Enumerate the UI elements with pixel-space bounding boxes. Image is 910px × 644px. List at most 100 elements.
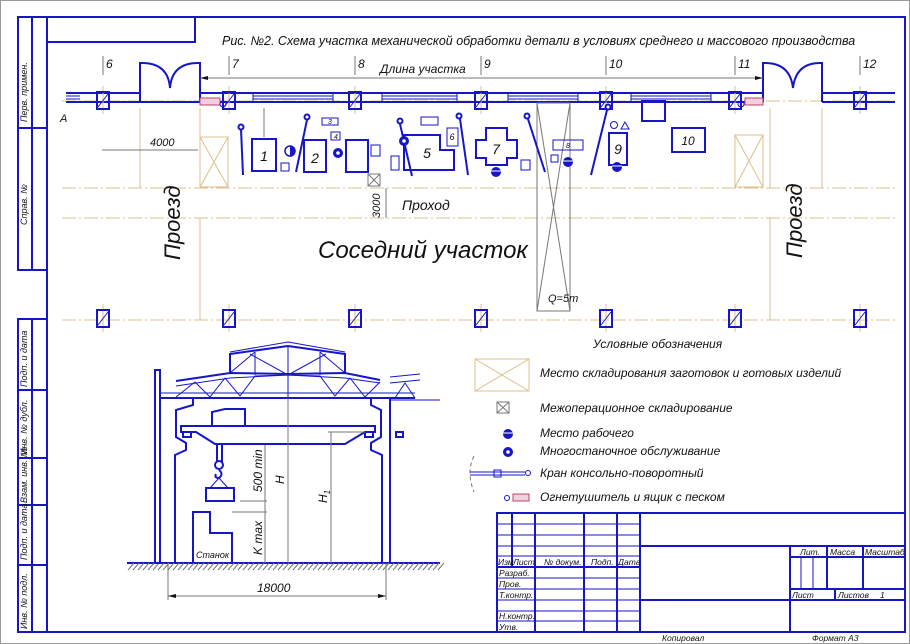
column — [853, 304, 867, 332]
column — [96, 86, 110, 114]
tb-role-checker: Пров. — [499, 579, 521, 589]
dim-h1: H1 — [316, 490, 332, 503]
machine-1 — [251, 138, 277, 172]
legend-worker-place: Место рабочего — [540, 426, 634, 440]
gate-right — [762, 61, 823, 102]
extinguisher-icon — [737, 100, 745, 108]
column — [348, 304, 362, 332]
side-label-dup-inv: Инв. № дубл. — [19, 400, 29, 455]
column — [728, 304, 742, 332]
column — [348, 86, 362, 114]
axis-label: 9 — [484, 57, 491, 71]
side-label-ref-no: Справ. № — [19, 184, 29, 225]
crane-capacity: Q=5т — [548, 293, 578, 305]
machine-number: 4 — [334, 134, 338, 141]
section-length-label: Длина участка — [378, 62, 466, 76]
machine-number: 5 — [423, 145, 431, 161]
machine-number: 9 — [614, 141, 622, 157]
tb-scale: Масштаб — [865, 547, 906, 557]
tb-format: Формат А3 — [812, 633, 859, 643]
machine-10 — [671, 127, 706, 153]
legend-multi-machine: Многостаночное обслуживание — [540, 444, 721, 458]
tb-header-sign: Подп. — [591, 557, 614, 567]
legend-title: Условные обозначения — [592, 337, 723, 351]
machine-number: 6 — [449, 132, 454, 142]
machine-2 — [303, 139, 327, 173]
column — [599, 304, 613, 332]
column — [474, 86, 488, 114]
machine-7 — [475, 127, 518, 166]
tb-header-change: Изм — [498, 557, 514, 567]
driveway-right-label: Проезд — [782, 183, 807, 258]
passage-label: Проход — [402, 197, 450, 213]
machine-5 — [403, 134, 455, 171]
tb-mass: Масса — [830, 547, 855, 557]
legend: Условные обозначения Место складирования… — [469, 337, 842, 504]
storage-area-right — [734, 134, 764, 188]
dim-h: H — [273, 475, 287, 484]
machine-number: 7 — [492, 141, 501, 157]
column — [222, 304, 236, 332]
axis-label: 6 — [106, 57, 113, 71]
axis-label: 7 — [232, 57, 240, 71]
tb-role-developer: Разраб. — [499, 568, 530, 578]
machine-3 — [321, 117, 339, 126]
side-label-orig-inv: Инв. № подл. — [19, 573, 29, 629]
axis-label: 10 — [609, 57, 623, 71]
legend-jib-crane: Кран консольно-поворотный — [540, 466, 704, 480]
storage-area-left — [199, 136, 229, 188]
tb-sheets-count: 1 — [880, 590, 885, 600]
machine-number: 2 — [310, 150, 319, 166]
column — [474, 304, 488, 332]
axis-label: 8 — [358, 57, 365, 71]
wall-unit — [641, 100, 666, 122]
drawing-title: Рис. №2. Схема участка механической обра… — [222, 34, 855, 48]
sand-box-icon — [199, 97, 221, 106]
machine-number: 8 — [566, 143, 570, 150]
driveway-left-label: Проезд — [160, 185, 185, 260]
machines — [251, 100, 706, 173]
side-strip: Перв. примен. Справ. № Подп. и дата Инв.… — [17, 16, 48, 633]
neighbor-section-label: Соседний участок — [318, 237, 529, 264]
section-machine-label: Станок — [196, 550, 230, 560]
worker-places — [284, 120, 630, 177]
machine-6 — [446, 127, 459, 147]
machine-number: 3 — [328, 119, 332, 126]
extinguisher-icon — [219, 100, 227, 108]
axis-label: 12 — [863, 57, 877, 71]
side-label-repl-inv: Взам. инв. № — [19, 447, 29, 503]
dim-18000: 18000 — [257, 581, 291, 595]
machine-8 — [552, 139, 584, 151]
machine-number: 1 — [260, 148, 268, 164]
tb-role-approved: Утв. — [498, 622, 518, 632]
side-label-first-use: Перв. примен. — [19, 62, 29, 122]
legend-storage: Место складирования заготовок и готовых … — [540, 366, 842, 380]
legend-fire-equipment: Огнетушитель и ящик с песком — [540, 490, 725, 504]
tb-header-doc: № докум. — [544, 557, 581, 567]
title-block: Изм Лист № докум. Подп. Дата Разраб. Про… — [496, 512, 906, 643]
tb-role-norm-control: Н.контр. — [499, 611, 535, 621]
tb-role-tech-control: Т.контр. — [499, 590, 533, 600]
section-mark-a: А — [59, 113, 67, 125]
axis-label: 11 — [738, 57, 750, 71]
column — [96, 304, 110, 332]
machine-number: 10 — [681, 134, 695, 148]
tb-sheet: Лист — [791, 590, 814, 600]
interoperational-storage — [367, 173, 381, 187]
dim-4000: 4000 — [150, 137, 175, 149]
gate-left — [139, 61, 201, 102]
side-label-sign-date-1: Подп. и дата — [19, 331, 29, 387]
side-label-sign-date-2: Подп. и дата — [19, 504, 29, 560]
tb-lit: Лит. — [799, 547, 820, 557]
tb-header-sheet: Лист — [512, 557, 535, 567]
building-cross-section: Станок 500 min K max H H1 18000 — [127, 341, 445, 600]
tb-copied: Копировал — [662, 633, 704, 643]
tb-header-date: Дата — [617, 557, 641, 567]
sand-box-icon — [744, 97, 764, 106]
machine-4 — [330, 131, 341, 141]
column — [853, 86, 867, 114]
bridge-crane-zone — [536, 102, 571, 312]
